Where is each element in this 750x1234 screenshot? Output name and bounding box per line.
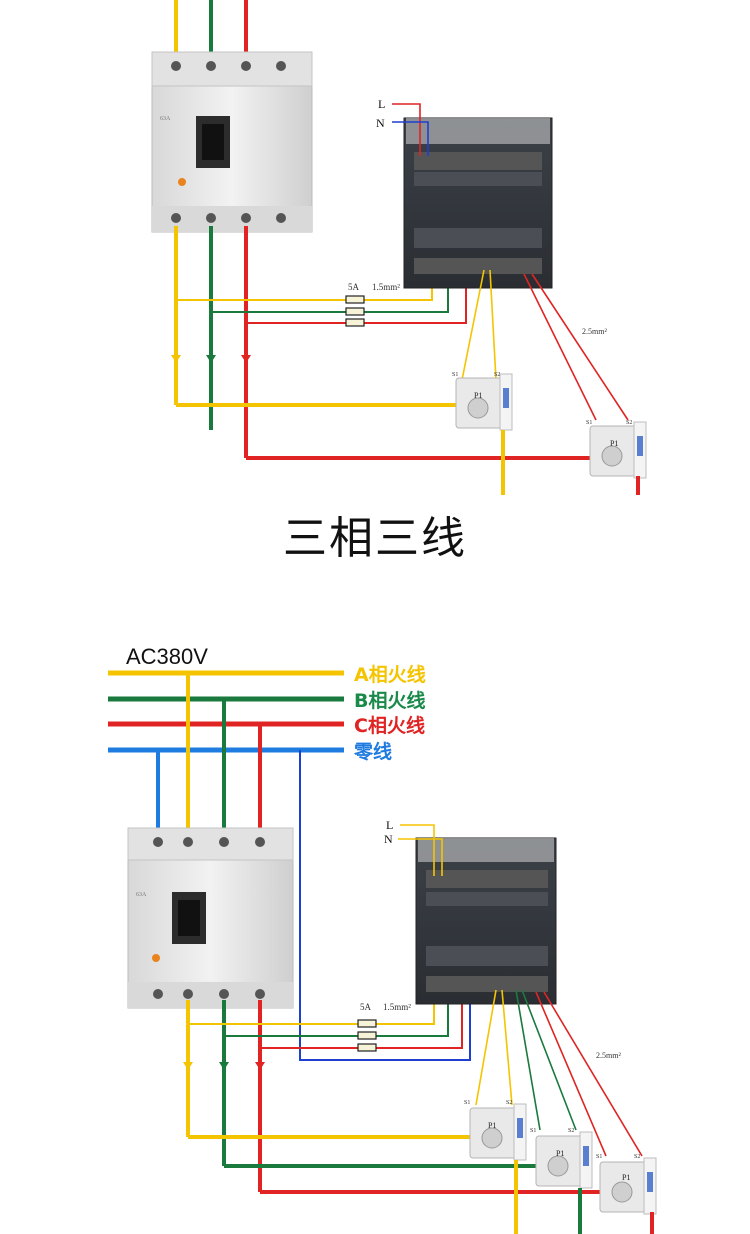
ct-s2-label: S2 <box>568 1128 574 1134</box>
breaker-outgoing-wires-d1 <box>174 226 596 460</box>
fuse-rating-d1: 5A <box>348 282 360 292</box>
supply-voltage-label: AC380V <box>126 644 208 669</box>
current-wire-spec-d1: 2.5mm² <box>582 327 607 336</box>
ct-p1-label: P1 <box>488 1121 496 1130</box>
ct-p1-label: P1 <box>622 1173 630 1182</box>
ct-s2-label: S2 <box>494 372 500 378</box>
supply-n-label-d2: N <box>384 832 393 846</box>
power-meter-d1 <box>403 117 553 289</box>
ct-s1-label: S1 <box>586 420 592 426</box>
ct-s1-label: S1 <box>452 372 458 378</box>
ct-s1-label: S1 <box>530 1128 536 1134</box>
neutral-line-label: 零线 <box>354 741 393 763</box>
ct-s2-label: S2 <box>634 1154 640 1160</box>
current-transformer-b-d2: S1 S2 P1 <box>530 1128 593 1189</box>
power-meter-d2 <box>415 837 557 1005</box>
current-transformer-a-d1: S1 S2 P1 <box>452 372 513 431</box>
fuse-rating-d2: 5A <box>360 1002 372 1012</box>
breaker-outgoing-wires-d2 <box>186 1000 606 1194</box>
ct-s1-label: S1 <box>464 1100 470 1106</box>
ct-s1-label: S1 <box>596 1154 602 1160</box>
bus-drops <box>156 673 471 1061</box>
supply-l-label-d2: L <box>386 818 393 832</box>
current-transformer-a-d2: S1 S2 P1 <box>464 1100 527 1161</box>
fuses-d1 <box>345 295 365 327</box>
current-transformer-c-d1: S1 S2 P1 <box>586 420 647 479</box>
voltage-wire-spec-d1: 1.5mm² <box>372 282 400 292</box>
diagram-three-phase-four-wire: 63A 5A 1. <box>108 670 657 1234</box>
breaker-rating-d2: 63A <box>136 892 147 898</box>
diagram-1-title: 三相三线 <box>283 513 467 564</box>
ct-p1-label: P1 <box>556 1149 564 1158</box>
breaker-d2: 63A <box>127 827 294 1009</box>
flow-arrows-d2 <box>183 1062 265 1070</box>
ct-s2-label: S2 <box>626 420 632 426</box>
diagram-three-phase-three-wire: 63A 5A <box>151 0 647 495</box>
flow-arrows-d1 <box>171 355 251 363</box>
current-transformer-c-d2: S1 S2 P1 <box>596 1154 657 1215</box>
load-wires-d1 <box>501 430 640 495</box>
supply-l-label-d1: L <box>378 97 385 111</box>
breaker-rating-d1: 63A <box>160 116 171 122</box>
breaker-d1: 63A <box>151 51 313 233</box>
meter-supply-d1 <box>392 103 429 156</box>
line-c-label: C相火线 <box>354 715 425 737</box>
load-wires-d2 <box>514 1160 654 1234</box>
voltage-wire-spec-d2: 1.5mm² <box>383 1002 411 1012</box>
line-b-label: B相火线 <box>354 690 426 712</box>
ct-s2-label: S2 <box>506 1100 512 1106</box>
ct-p1-label: P1 <box>610 439 618 448</box>
current-wires-d1 <box>461 269 629 421</box>
supply-n-label-d1: N <box>376 116 385 130</box>
incoming-wires-d1 <box>174 0 248 60</box>
fuses-d2 <box>357 1019 377 1052</box>
current-wire-spec-d2: 2.5mm² <box>596 1051 621 1060</box>
line-a-label: A相火线 <box>354 664 426 686</box>
meter-supply-d2 <box>398 824 443 876</box>
current-wires-d2 <box>475 989 643 1157</box>
ct-p1-label: P1 <box>474 391 482 400</box>
